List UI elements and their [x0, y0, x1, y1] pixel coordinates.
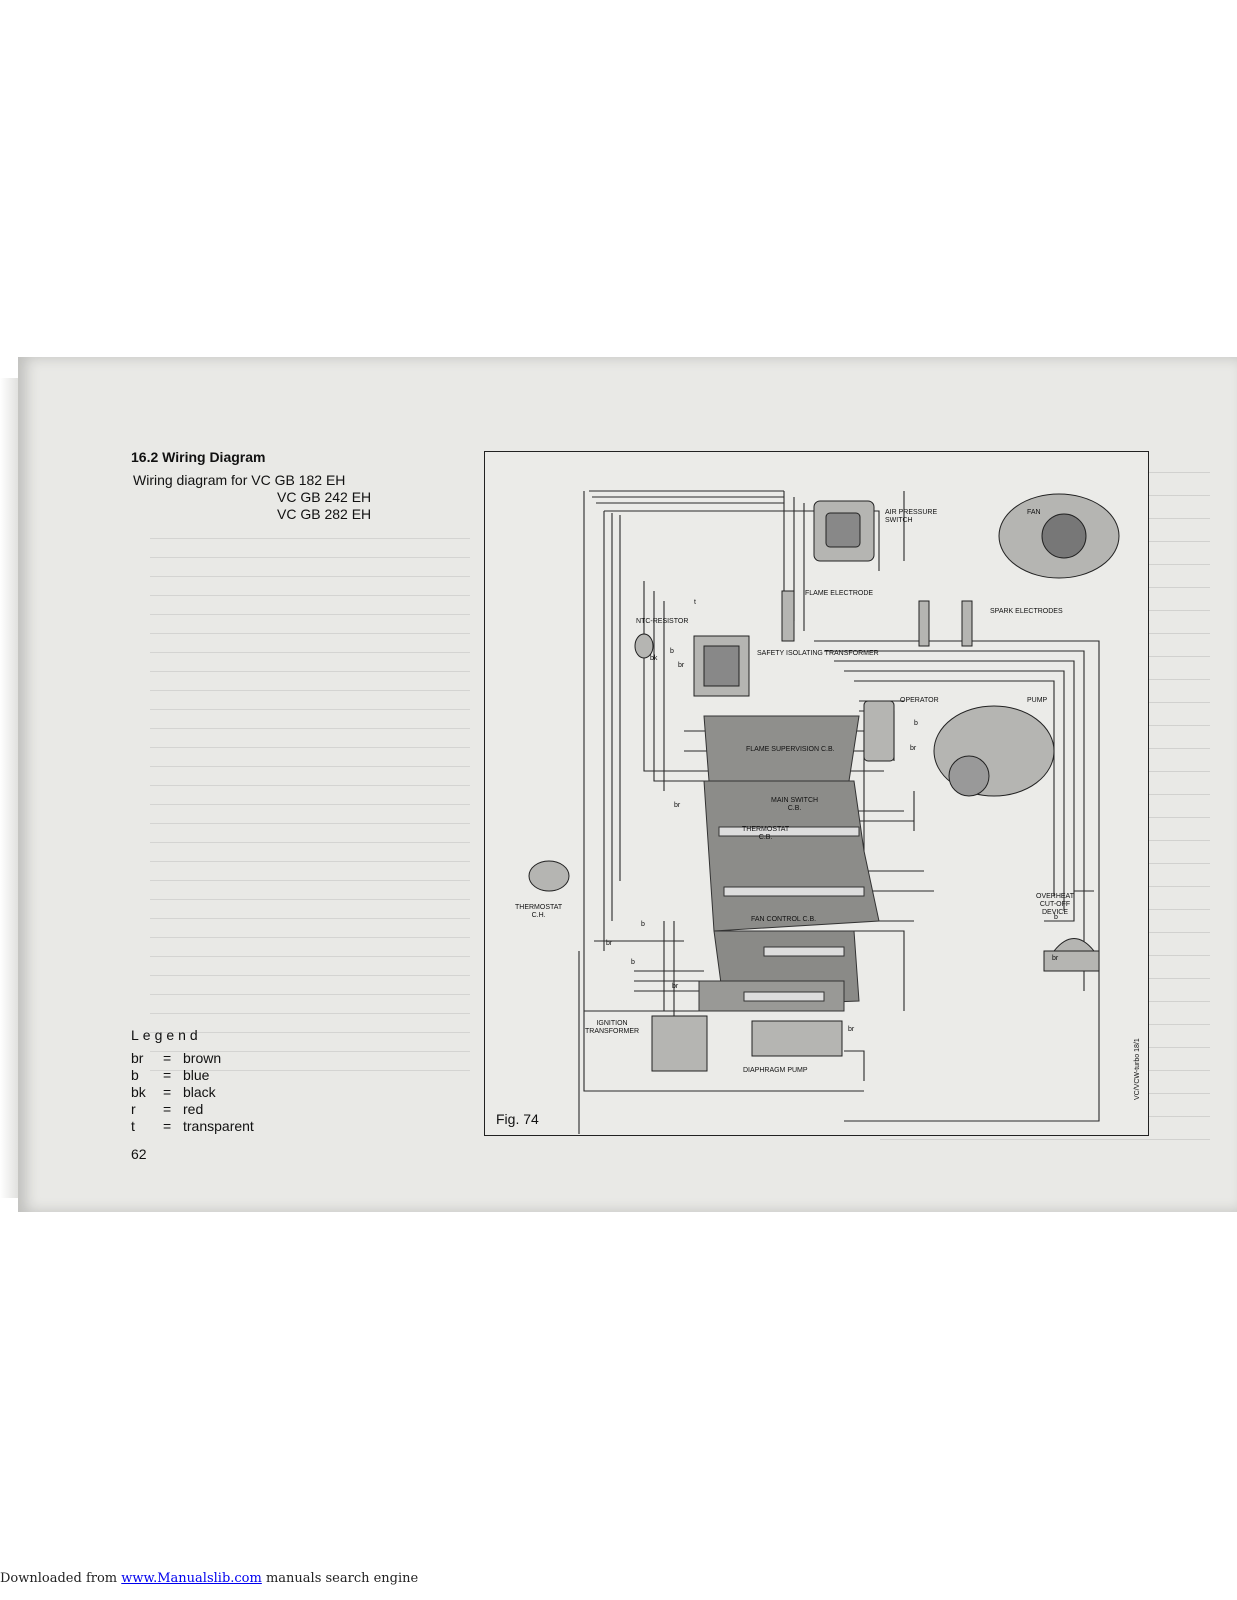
label-flame-electrode: FLAME ELECTRODE — [805, 590, 874, 597]
terminal-strip — [718, 826, 860, 837]
operator-shape — [863, 700, 895, 762]
label-ignition-transformer: IGNITION TRANSFORMER — [585, 1020, 640, 1035]
legend-eq: = — [163, 1067, 172, 1083]
legend-title: Legend — [131, 1027, 202, 1043]
wire-tag: br — [910, 745, 917, 752]
wire-tag: b — [1054, 914, 1058, 921]
label-operator: OPERATOR — [900, 697, 939, 704]
download-footer: Downloaded from www.Manualslib.com manua… — [0, 1571, 418, 1586]
wire-tag: br — [674, 802, 681, 809]
label-fan: FAN — [1027, 509, 1041, 516]
fan-motor-shape — [1041, 513, 1087, 559]
wire — [603, 511, 621, 951]
footer-suffix: manuals search engine — [261, 1571, 419, 1586]
legend-eq: = — [163, 1050, 172, 1066]
label-spark-electrodes: SPARK ELECTRODES — [990, 608, 1063, 615]
wire — [663, 921, 704, 1027]
legend-item: bk = black — [131, 1084, 254, 1101]
wiring-diagram — [528, 490, 1120, 1134]
legend-name: transparent — [183, 1118, 254, 1134]
wire-tag: bk — [650, 655, 658, 662]
legend-name: red — [183, 1101, 204, 1117]
wire-tag: br — [1052, 955, 1059, 962]
transformer-core-shape — [703, 645, 740, 687]
wire-tag: b — [631, 959, 635, 966]
subtitle-line-1: Wiring diagram for VC GB 182 EH — [133, 472, 346, 488]
legend-eq: = — [163, 1084, 172, 1100]
ntc-resistor-shape — [634, 633, 654, 659]
spark-electrode-2-shape — [961, 600, 973, 647]
wire-tag: br — [848, 1026, 855, 1033]
figure-side-code: VC/VCW-turbo 18/1 — [1134, 1038, 1141, 1100]
figure-label: Fig. 74 — [496, 1111, 539, 1127]
terminal-strip — [763, 946, 845, 957]
label-thermostat-cb: THERMOSTAT C.B. — [742, 826, 790, 841]
label-pump: PUMP — [1027, 697, 1048, 704]
legend-item: r = red — [131, 1101, 254, 1118]
label-overheat: OVERHEAT CUT-OFF DEVICE — [1036, 893, 1074, 916]
wire-tag: br — [678, 662, 685, 669]
legend-name: brown — [183, 1050, 222, 1066]
legend-eq: = — [163, 1118, 172, 1134]
wire-tag: b — [670, 648, 674, 655]
wire-tag: b — [914, 720, 918, 727]
legend-name: black — [183, 1084, 216, 1100]
footer-prefix: Downloaded from — [0, 1571, 122, 1586]
wire-tag: br — [606, 940, 613, 947]
wire — [583, 490, 864, 1092]
legend-code: b — [131, 1067, 139, 1083]
subtitle-line-2: VC GB 242 EH — [277, 489, 372, 505]
legend-code: br — [131, 1050, 144, 1066]
legend-code: bk — [131, 1084, 146, 1100]
wire — [814, 640, 1100, 1122]
section-title: 16.2 Wiring Diagram — [131, 449, 266, 465]
terminal-strip — [723, 886, 865, 897]
circuit-boards — [698, 715, 880, 1012]
page-number: 62 — [131, 1146, 147, 1162]
wire-tag: b — [641, 921, 645, 928]
manualslib-link[interactable]: www.Manualslib.com — [121, 1571, 262, 1586]
pump-motor-shape — [948, 755, 990, 797]
wire-tag: br — [672, 983, 679, 990]
ignition-transformer-shape — [651, 1015, 708, 1072]
label-flame-supervision: FLAME SUPERVISION C.B. — [746, 746, 835, 753]
overheat-device-shape — [1043, 938, 1100, 972]
air-pressure-switch-face — [825, 512, 861, 548]
wire — [604, 491, 905, 571]
diaphragm-pump-shape — [751, 1020, 843, 1057]
label-air-pressure-switch: AIR PRESSURE SWITCH — [885, 509, 938, 524]
legend-list: br = brown b = blue bk = black r = red t = transpa… — [131, 1050, 254, 1135]
spark-electrode-1-shape — [918, 600, 930, 647]
legend-item: t = transparent — [131, 1118, 254, 1135]
legend-eq: = — [163, 1101, 172, 1117]
bleed-through-text-left — [150, 520, 470, 1080]
wire-tag: t — [694, 599, 696, 606]
diagram-subtitle: Wiring diagram for VC GB 182 EH VC GB 24… — [133, 472, 371, 523]
legend-item: b = blue — [131, 1067, 254, 1084]
legend-item: br = brown — [131, 1050, 254, 1067]
legend-name: blue — [183, 1067, 210, 1083]
label-diaphragm-pump: DIAPHRAGM PUMP — [743, 1067, 808, 1074]
wire — [844, 670, 1065, 911]
subtitle-line-3: VC GB 282 EH — [277, 506, 372, 522]
label-thermostat-ch: THERMOSTAT C.H. — [515, 904, 563, 919]
label-safety-transformer: SAFETY ISOLATING TRANSFORMER — [757, 650, 879, 657]
label-main-switch: MAIN SWITCH C.B. — [771, 797, 819, 812]
flame-electrode-shape — [781, 590, 795, 642]
terminal-strip — [743, 991, 825, 1002]
thermostat-ch-shape — [528, 860, 570, 892]
legend-code: t — [131, 1118, 135, 1134]
label-fan-control: FAN CONTROL C.B. — [751, 916, 817, 923]
label-ntc-resistor: NTC-RESISTOR — [636, 618, 689, 625]
components — [528, 493, 1120, 1072]
legend-code: r — [131, 1101, 136, 1117]
